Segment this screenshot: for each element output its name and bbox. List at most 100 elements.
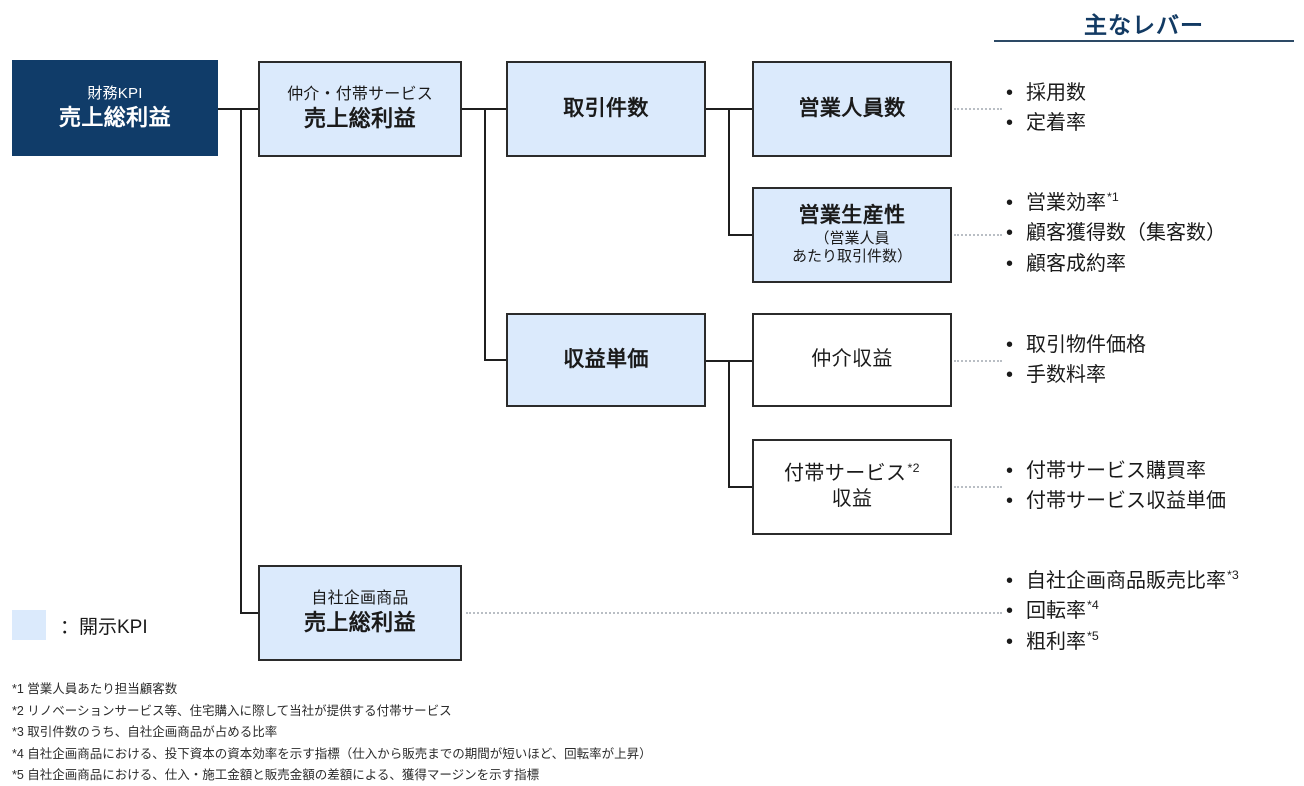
node-ancillary-service-revenue-label-line1: 付帯サービス*2 [784,461,920,487]
node-transaction-count[interactable]: 取引件数 [506,61,706,157]
lever-group-own-product: •自社企画商品販売比率*3•回転率*4•粗利率*5 [1006,566,1304,657]
legend-color-swatch [12,610,46,640]
dotted-connector-productivity-levers [954,234,1002,236]
footnotes-block: *1 営業人員あたり担当顧客数 *2 リノベーションサービス等、住宅購入に際して当… [12,679,1292,786]
node-transaction-count-label: 取引件数 [563,96,649,120]
connector-brokerage-to-revenue-unit-price [484,359,506,361]
connector-revenue-to-ancillary [728,486,752,488]
connector-revenue-stub [706,360,730,362]
lever-item-label: 顧客成約率 [1026,252,1126,275]
connector-transaction-to-productivity [728,234,752,236]
lever-item: • 付帯サービス収益単価 [1006,486,1304,516]
node-brokerage-revenue-label: 仲介収益 [811,348,893,371]
node-sales-productivity-note-line2: あたり取引件数） [791,248,912,266]
footnote-line: *3 取引件数のうち、自社企画商品が占める比率 [12,725,278,739]
lever-item: • 採用数 [1006,78,1304,108]
bullet-icon: • [1006,192,1014,214]
lever-item-label: 自社企画商品販売比率 [1026,570,1226,592]
node-own-product-gross-profit[interactable]: 自社企画商品 売上総利益 [258,565,462,661]
connector-root-to-brokerage [240,108,260,110]
lever-item-label: 採用数 [1026,82,1086,104]
connector-transaction-trunk [728,108,730,236]
lever-item: • 営業効率*1 [1006,188,1304,218]
lever-item-label: 取引物件価格 [1026,334,1146,356]
lever-item: • 取引物件価格 [1006,330,1304,360]
bullet-icon: • [1006,222,1014,245]
lever-item: • 回転率*4 [1006,596,1304,626]
lever-item-label: 回転率 [1026,600,1086,623]
lever-item: • 自社企画商品販売比率*3 [1006,566,1304,596]
lever-footnote-marker: *4 [1087,598,1099,613]
footnote-line: *5 自社企画商品における、仕入・施工金額と販売金額の差額による、獲得マージンを… [12,768,540,782]
lever-group-brokerage-revenue: • 取引物件価格 • 手数料率 [1006,330,1304,391]
footnote-line: *2 リノベーションサービス等、住宅購入に際して当社が提供する付帯サービス [12,703,452,718]
lever-item-label: 営業効率 [1026,192,1106,214]
lever-item-label: 顧客獲得数（集客数） [1026,222,1226,245]
levers-panel-divider [994,40,1294,42]
node-brokerage-gross-profit[interactable]: 仲介・付帯サービス 売上総利益 [258,61,462,157]
connector-transaction-stub [706,108,730,110]
dotted-connector-brokerage-revenue-levers [954,360,1002,362]
lever-item-label: 定着率 [1026,112,1086,135]
node-sales-headcount[interactable]: 営業人員数 [752,61,952,157]
node-ancillary-footnote-marker: *2 [907,461,920,476]
lever-item-label: 粗利率 [1026,630,1086,653]
connector-transaction-to-headcount [728,108,752,110]
node-ancillary-label-text: 付帯サービス [784,462,907,485]
lever-item: •粗利率*5 [1006,627,1304,657]
bullet-icon: • [1006,600,1014,623]
bullet-icon: • [1006,460,1014,482]
footnote-line: *4 自社企画商品における、投下資本の資本効率を示す指標（仕入から販売までの期間… [12,746,652,761]
node-sales-headcount-label: 営業人員数 [798,96,906,120]
node-sales-productivity-note-line1: （営業人員 [814,229,890,247]
footnote-line: *1 営業人員あたり担当顧客数 [12,682,178,696]
lever-item: • 顧客成約率 [1006,249,1304,279]
connector-revenue-trunk [728,360,730,488]
bullet-icon: • [1006,490,1014,513]
node-brokerage-revenue[interactable]: 仲介収益 [752,313,952,407]
legend: ：開示KPI [12,610,148,640]
lever-group-sales-productivity: • 営業効率*1 • 顧客獲得数（集客数） • 顧客成約率 [1006,188,1304,279]
connector-root-stub [218,108,242,110]
bullet-icon: • [1006,364,1014,387]
lever-item: • 顧客獲得数（集客数） [1006,218,1304,248]
connector-brokerage-to-transaction-count [484,108,506,110]
node-sales-productivity-label: 営業生産性 [798,203,906,227]
legend-label: ：開示KPI [60,616,148,638]
node-brokerage-subtitle: 仲介・付帯サービス [287,85,433,103]
lever-group-sales-headcount: • 採用数 • 定着率 [1006,78,1304,139]
node-ancillary-service-revenue[interactable]: 付帯サービス*2 収益 [752,439,952,535]
lever-item-label: 手数料率 [1026,364,1106,387]
node-own-product-title: 売上総利益 [303,610,416,636]
lever-footnote-marker: *1 [1107,190,1119,204]
bullet-icon: • [1006,570,1014,592]
node-own-product-subtitle: 自社企画商品 [311,589,409,607]
dotted-connector-ancillary-levers [954,486,1002,488]
dotted-connector-headcount-levers [954,108,1002,110]
node-root-financial-kpi[interactable]: 財務KPI 売上総利益 [12,60,218,156]
lever-item: • 付帯サービス購買率 [1006,456,1304,486]
bullet-icon: • [1006,252,1014,275]
node-revenue-unit-price[interactable]: 収益単価 [506,313,706,407]
node-brokerage-title: 売上総利益 [303,106,416,132]
lever-item-label: 付帯サービス購買率 [1026,460,1206,482]
node-root-subtitle: 財務KPI [87,85,143,103]
bullet-icon: • [1006,82,1014,104]
dotted-connector-own-product-levers [466,612,1002,614]
lever-item-label: 付帯サービス収益単価 [1026,490,1226,513]
node-ancillary-service-revenue-label-line2: 収益 [831,488,873,511]
lever-footnote-marker: *3 [1227,568,1239,582]
node-sales-productivity[interactable]: 営業生産性 （営業人員 あたり取引件数） [752,187,952,283]
lever-group-ancillary-service: • 付帯サービス購買率 • 付帯サービス収益単価 [1006,456,1304,517]
lever-item: • 定着率 [1006,108,1304,138]
connector-root-trunk [240,108,242,614]
connector-revenue-to-brokerage-revenue [728,360,752,362]
connector-root-to-own-product [240,612,260,614]
node-root-title: 売上総利益 [58,104,171,130]
bullet-icon: • [1006,112,1014,135]
bullet-icon: • [1006,334,1014,356]
bullet-icon: • [1006,630,1014,653]
connector-brokerage-stub [462,108,486,110]
connector-brokerage-trunk [484,108,486,361]
